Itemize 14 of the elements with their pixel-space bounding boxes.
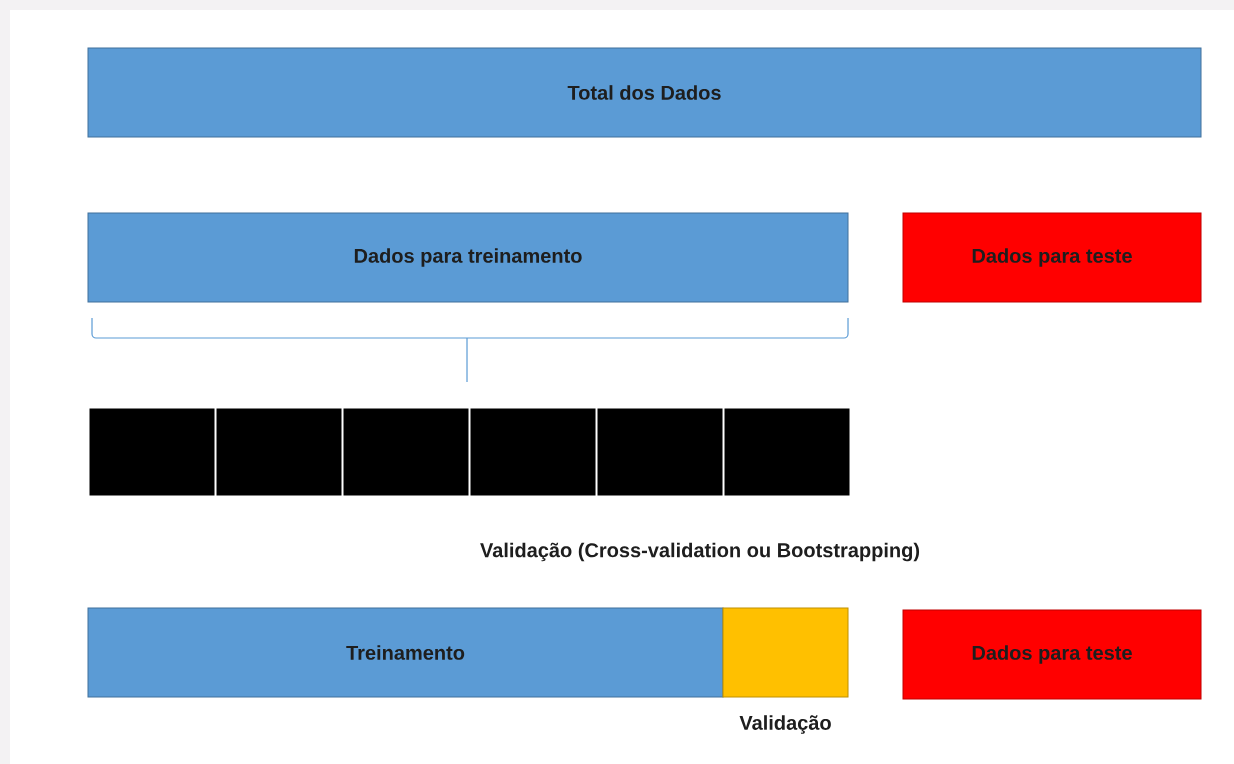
node-label: Validação <box>739 715 831 734</box>
fold-block <box>89 408 215 496</box>
fold-block <box>343 408 469 496</box>
caption: Validação (Cross-validation ou Bootstrapping) <box>480 542 920 562</box>
data-box: Treinamento <box>87 607 724 698</box>
data-box: Dados para teste <box>902 609 1202 700</box>
fold-block <box>724 408 850 496</box>
fold-block <box>597 408 723 496</box>
fold-block <box>722 607 849 698</box>
fold-block <box>470 408 596 496</box>
data-box: Dados para teste <box>902 212 1202 303</box>
data-box: Total dos Dados <box>87 47 1202 138</box>
fold-block <box>216 408 342 496</box>
data-box: Dados para treinamento <box>87 212 849 303</box>
